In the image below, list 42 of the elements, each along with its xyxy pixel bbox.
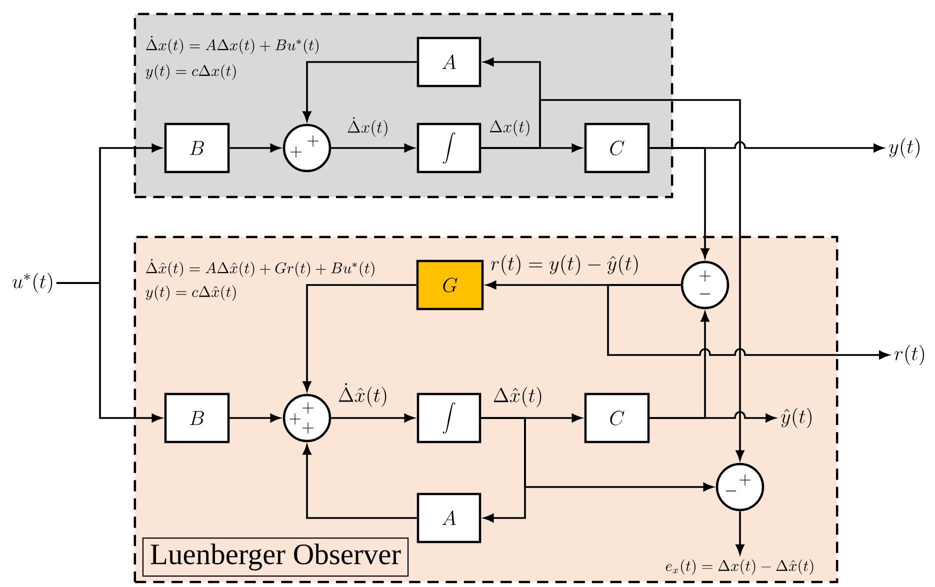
arrow: [607, 284, 889, 360]
edge-label: $\Delta x(t)$: [488, 118, 532, 138]
summing-junction: $+$ $-$: [680, 260, 730, 310]
arrow: [302, 284, 416, 392]
edge-label: $\dot{\Delta}x(t)$: [346, 116, 390, 138]
arrow: [56, 282, 162, 422]
gain-block: $B$: [164, 122, 230, 174]
gain-block: $A$: [416, 492, 482, 544]
arrow: [230, 144, 280, 152]
arrow: [230, 414, 280, 422]
gain-block: $A$: [416, 36, 482, 88]
integrator-block: $\int$: [416, 392, 482, 444]
gain-block: $G$: [416, 260, 484, 310]
summing-junction: $+$ $+$ $+$: [282, 394, 332, 442]
arrow: [331, 414, 414, 422]
signal-label: $y(t)$: [889, 138, 920, 158]
edge-label: $\dot{\Delta}\hat{x}(t)$: [336, 382, 390, 408]
integrator-block: $\int$: [416, 122, 482, 174]
equation: $y(t)=c\Delta x(t)$: [146, 64, 236, 80]
arrow: [736, 511, 744, 554]
edge-label: $\Delta\hat{x}(t)$: [491, 385, 545, 409]
equation: $\dot{\Delta}x(t)=A\Delta x(t)+Bu^{*}(t)$: [146, 36, 318, 54]
signal-label: $\hat{y}(t)$: [781, 408, 812, 428]
gain-block: $C$: [584, 392, 650, 444]
arrow: [481, 417, 714, 492]
signal-label: $r(t)$: [894, 344, 924, 366]
arrow: [650, 312, 710, 419]
arrow: [331, 144, 414, 152]
arrow: [302, 61, 417, 122]
arrow: [650, 147, 710, 258]
signal-label: $u^{*}(t)$: [12, 272, 52, 294]
equation: $e_{x}(t)=\Delta x(t)-\Delta\hat{x}(t)$: [666, 559, 814, 575]
equation: $y(t)=c\Delta\hat{x}(t)$: [146, 285, 236, 301]
summing-junction: $+$ $-$: [716, 462, 764, 512]
arrow: [481, 99, 744, 460]
summing-junction: $+$ $+$: [282, 124, 332, 172]
arrow: [302, 444, 417, 519]
gain-block: $C$: [584, 122, 650, 174]
title-box: Luenberger Observer: [142, 537, 409, 577]
equation: $\dot{\Delta}\hat{x}(t)=A\Delta\hat{x}(t)+Gr(t)+Bu^{*}(t)$: [146, 258, 374, 277]
edge-label: $r(t)=y(t)-\hat{y}(t)$: [488, 253, 642, 277]
gain-block: $B$: [164, 392, 230, 444]
